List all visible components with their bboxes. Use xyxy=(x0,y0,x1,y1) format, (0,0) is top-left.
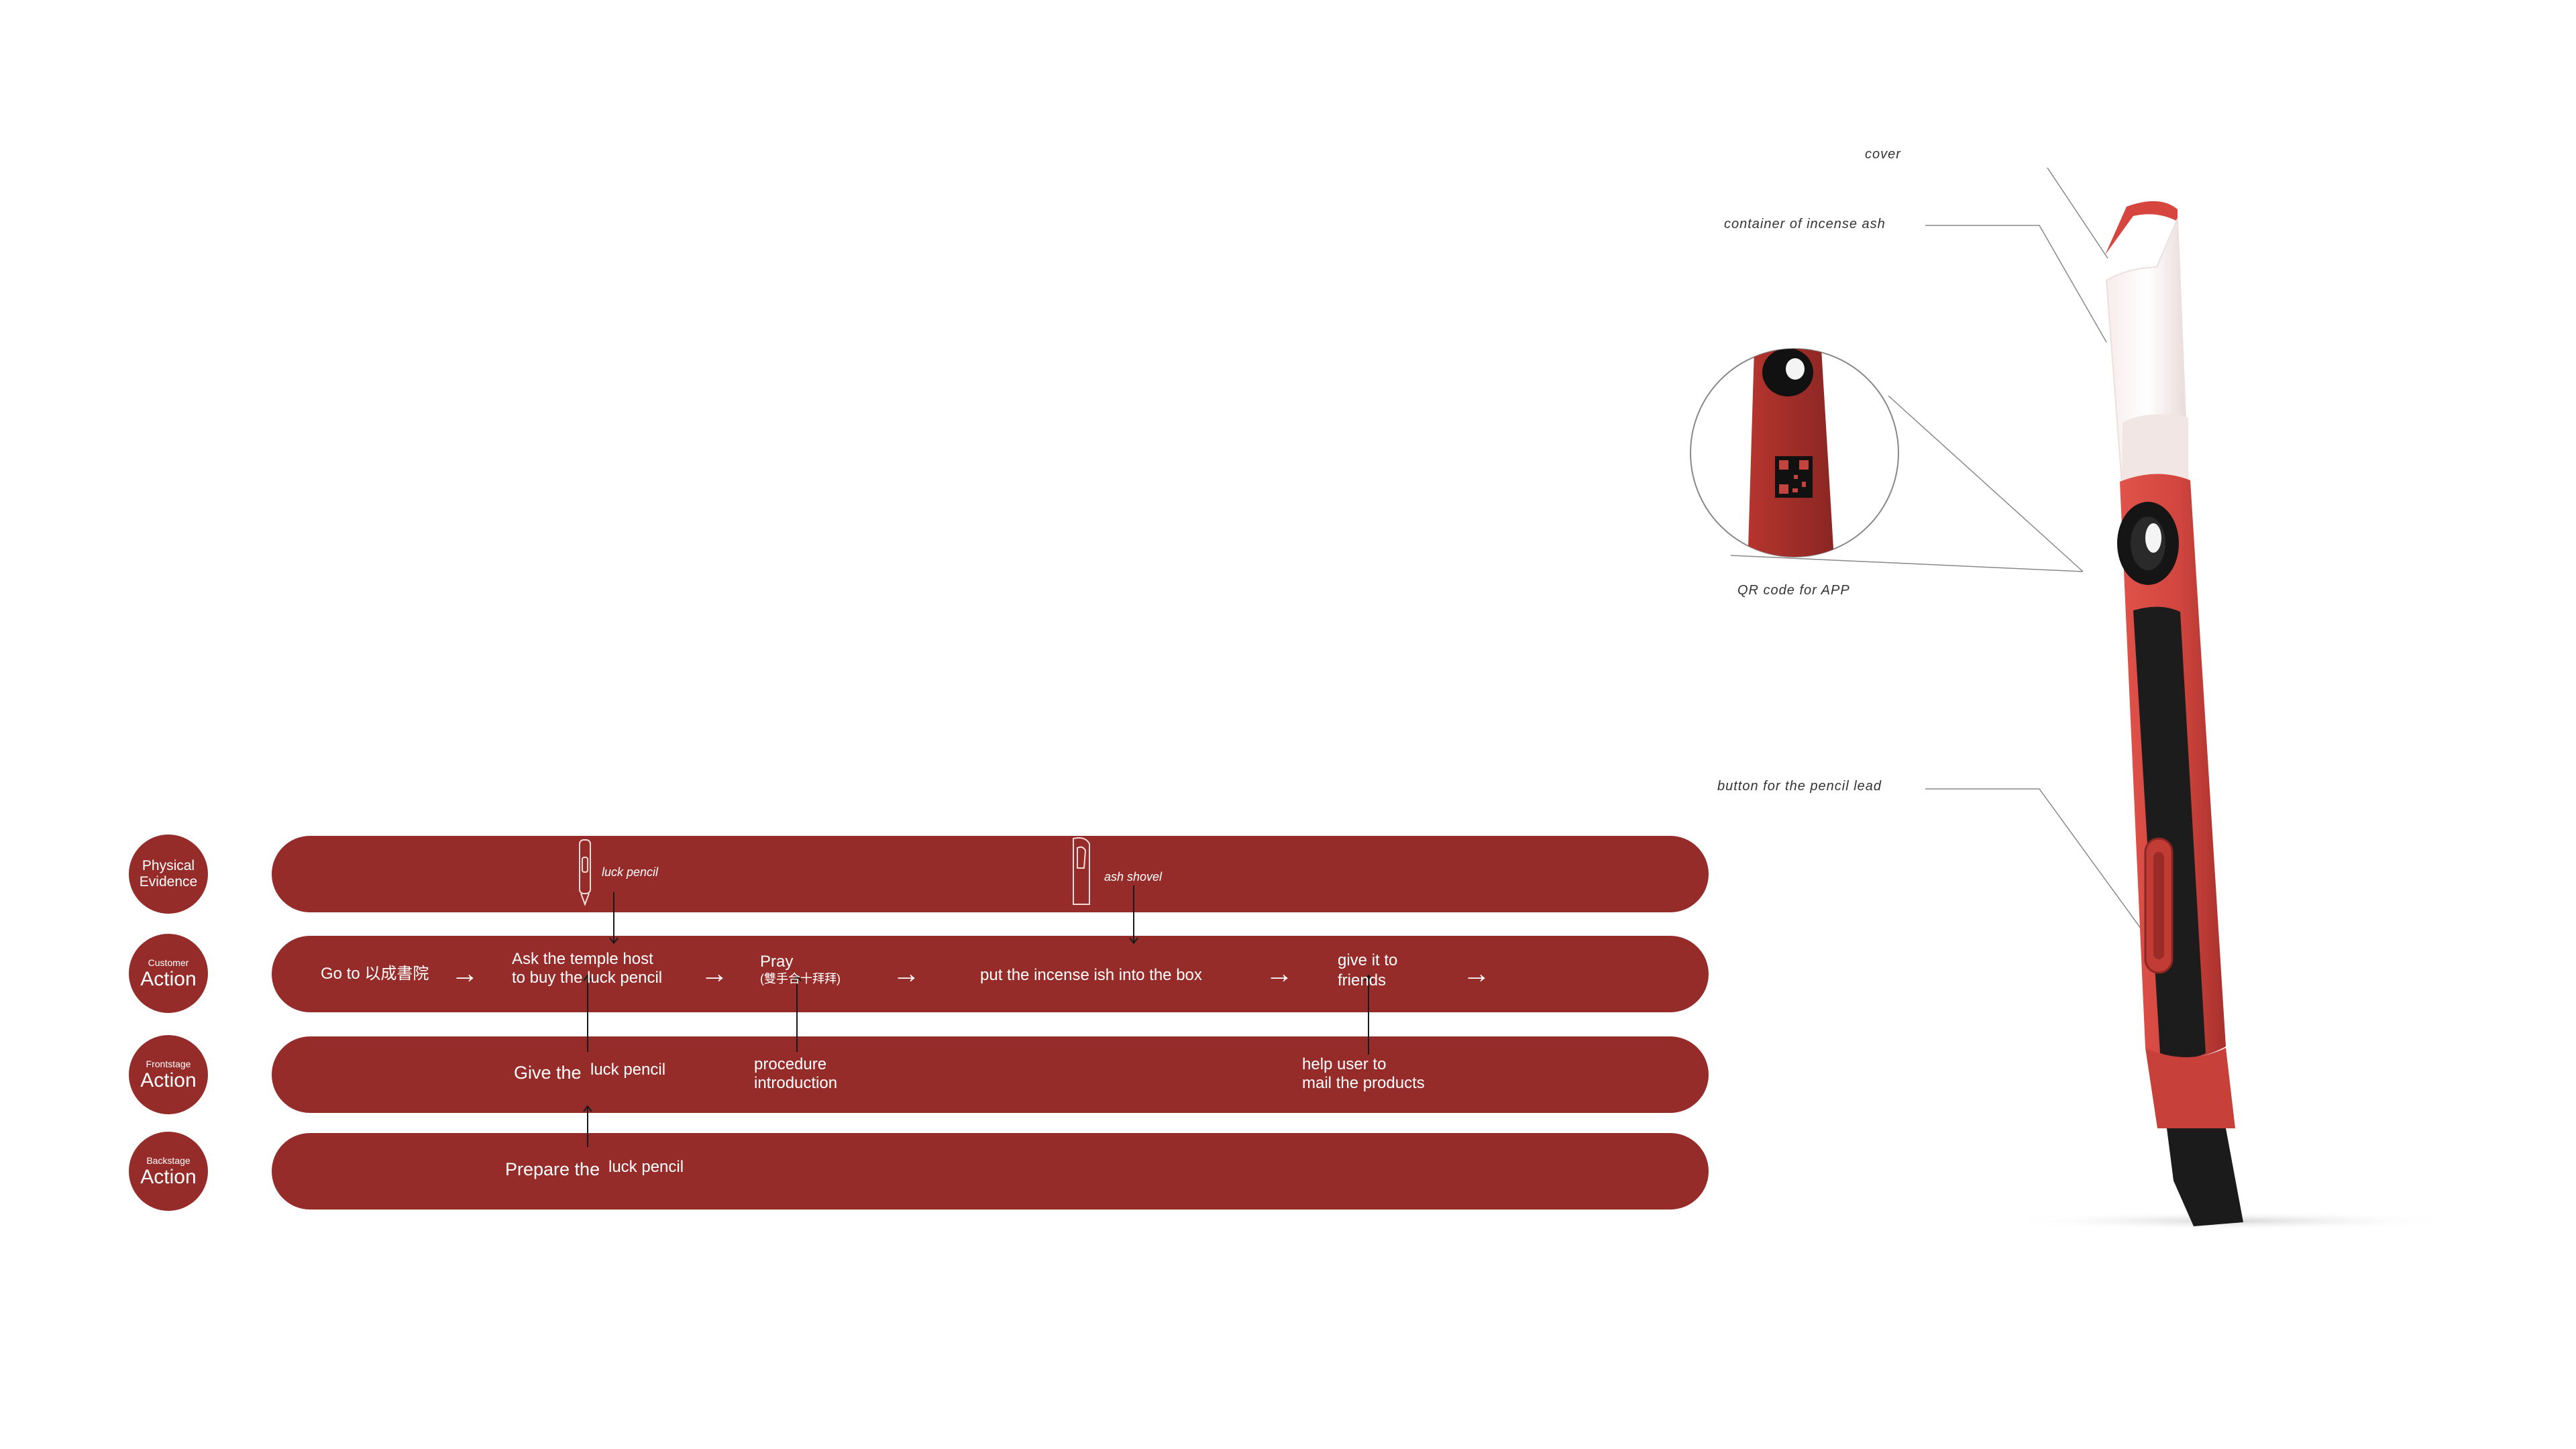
customer-step-go-to: Go to 以成書院 xyxy=(321,965,429,983)
row-label-line2: Action xyxy=(140,1069,197,1091)
lane-physical-evidence xyxy=(272,836,1709,912)
frontstage-help-line2: mail the products xyxy=(1302,1074,1425,1092)
row-label-line2: Action xyxy=(140,968,197,990)
frontstage-help-line1: help user to xyxy=(1302,1055,1387,1073)
customer-step-give-line2: friends xyxy=(1338,971,1387,989)
connector-arrowhead xyxy=(583,1105,592,1112)
callout-button: button for the pencil lead xyxy=(1717,779,1882,794)
flow-arrow-icon: → xyxy=(700,957,729,989)
connector-arrowhead xyxy=(1364,974,1373,981)
frontstage-luck-pencil: luck pencil xyxy=(590,1061,666,1079)
connector-arrowhead xyxy=(583,974,592,981)
lane-customer-action xyxy=(272,936,1709,1012)
lane-backstage-action xyxy=(272,1133,1709,1210)
frontstage-procedure-line2: introduction xyxy=(754,1074,838,1092)
row-label-frontstage-action: Frontstage Action xyxy=(129,1035,208,1114)
pencil-sketch-icon xyxy=(579,839,591,906)
product-ash-fill xyxy=(2122,414,2188,486)
row-label-line2: Action xyxy=(140,1166,197,1188)
qr-code-icon xyxy=(1775,456,1813,498)
row-label-physical-evidence: Physical Evidence xyxy=(129,835,208,914)
callout-container: container of incense ash xyxy=(1724,217,1886,231)
connector-arrowhead xyxy=(1129,937,1138,945)
row-label-line1: Physical xyxy=(142,858,195,873)
row-label-line1: Customer xyxy=(148,957,189,968)
flow-arrow-icon: → xyxy=(1265,957,1293,989)
customer-step-pray-line2: (雙手合十拜拜) xyxy=(760,972,841,985)
callout-line-container xyxy=(1925,225,2107,343)
ash-shovel-label: ash shovel xyxy=(1104,870,1163,883)
customer-step-give-line1: give it to xyxy=(1338,951,1398,969)
qr-zoom-body xyxy=(1748,349,1835,557)
row-label-line1: Frontstage xyxy=(146,1059,191,1069)
customer-step-ask-line1: Ask the temple host xyxy=(512,950,653,968)
flow-arrow-icon: → xyxy=(892,957,920,989)
product-lead-button-grip xyxy=(2153,852,2164,959)
ash-shovel-icon xyxy=(1073,837,1090,905)
customer-step-put-incense: put the incense ish into the box xyxy=(980,966,1202,984)
product-eye-highlight xyxy=(2145,523,2161,553)
connector-arrowhead xyxy=(609,937,619,945)
row-label-customer-action: Customer Action xyxy=(129,934,208,1013)
frontstage-give-the: Give the xyxy=(514,1063,582,1083)
product-tip xyxy=(2167,1128,2243,1226)
frontstage-procedure-line1: procedure xyxy=(754,1055,827,1073)
backstage-luck-pencil: luck pencil xyxy=(608,1158,684,1176)
callout-cover: cover xyxy=(1865,147,1901,162)
callout-line-button xyxy=(1925,788,2142,930)
connector-arrowhead xyxy=(792,974,802,981)
product-black-strip xyxy=(2133,606,2206,1058)
row-label-line1: Backstage xyxy=(146,1155,191,1166)
callout-qr: QR code for APP xyxy=(1737,583,1850,598)
lane-frontstage-action xyxy=(272,1036,1709,1113)
customer-step-pray-line1: Pray xyxy=(760,953,794,971)
product-cover xyxy=(2105,201,2178,255)
flow-arrow-icon: → xyxy=(451,957,479,989)
callout-line-qr-bottom xyxy=(1730,555,2084,572)
backstage-prepare-the: Prepare the xyxy=(505,1159,600,1179)
customer-step-ask-line2: to buy the luck pencil xyxy=(512,969,663,987)
luck-pencil-label: luck pencil xyxy=(602,865,659,879)
row-label-line2: Evidence xyxy=(139,874,198,890)
flow-arrow-icon: → xyxy=(1462,957,1491,989)
row-label-backstage-action: Backstage Action xyxy=(129,1132,208,1211)
callout-line-qr-top xyxy=(1888,395,2084,572)
product-render xyxy=(1690,168,2459,1230)
product-lower-cone xyxy=(2145,1048,2235,1128)
callout-line-cover xyxy=(2047,168,2108,259)
qr-zoom-eye-highlight xyxy=(1786,358,1805,380)
